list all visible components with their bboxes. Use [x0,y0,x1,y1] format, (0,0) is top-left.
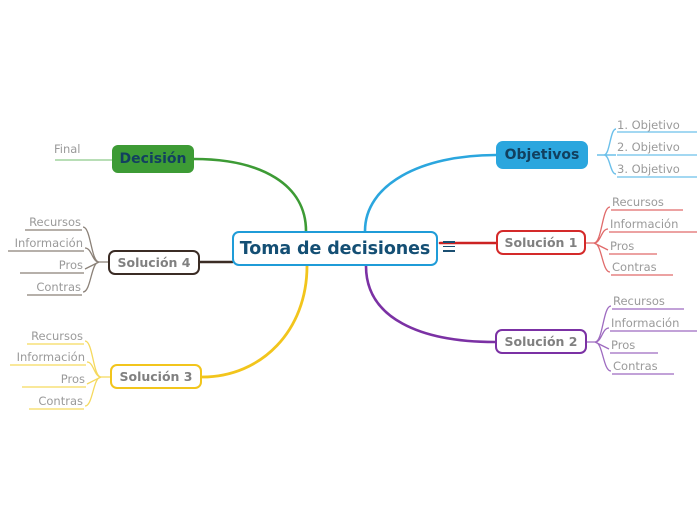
branch-node-objetivos[interactable]: Objetivos [496,141,588,169]
leaf-sol4-contras[interactable]: Contras [36,280,81,294]
edge-solucion-2-children [587,305,612,372]
leaf-sol2-pros[interactable]: Pros [611,338,636,352]
edge-solucion-4-children [82,226,108,293]
root-node[interactable]: Toma de decisiones [232,231,438,266]
leaf-objetivo-1[interactable]: 1. Objetivo [617,118,680,132]
leaf-sol1-recursos[interactable]: Recursos [612,195,664,209]
leaf-sol3-informacion[interactable]: Información [16,350,85,364]
hamburger-line [443,250,455,252]
hamburger-line [443,241,455,243]
branch-node-solucion-4[interactable]: Solución 4 [108,250,200,275]
edge-objetivos-children [597,128,617,175]
leaf-sol2-informacion[interactable]: Información [611,316,680,330]
leaf-sol3-contras[interactable]: Contras [38,394,83,408]
leaf-sol2-recursos[interactable]: Recursos [613,294,665,308]
leaf-decision-final[interactable]: Final [54,142,81,156]
leaf-sol2-contras[interactable]: Contras [613,359,658,373]
edge-root-solucion-3 [200,264,309,379]
branch-node-decision[interactable]: Decisión [112,145,194,173]
leaf-sol1-informacion[interactable]: Información [610,217,679,231]
edge-root-objetivos [363,153,498,233]
leaf-sol1-pros[interactable]: Pros [610,239,635,253]
branch-node-solucion-2[interactable]: Solución 2 [495,329,587,354]
edge-root-solucion-2 [364,264,497,344]
edge-solucion-1-children [586,206,611,273]
leaf-objetivo-2[interactable]: 2. Objetivo [617,140,680,154]
leaf-objetivo-3[interactable]: 3. Objetivo [617,162,680,176]
leaf-sol4-pros[interactable]: Pros [58,258,83,272]
branch-node-solucion-3[interactable]: Solución 3 [110,364,202,389]
leaf-sol4-informacion[interactable]: Información [14,236,83,250]
leaf-sol4-recursos[interactable]: Recursos [29,215,81,229]
edge-root-decision [192,157,308,233]
hamburger-line [443,245,455,248]
hamburger-icon[interactable] [443,241,455,252]
branch-node-solucion-1[interactable]: Solución 1 [496,230,586,255]
leaf-sol1-contras[interactable]: Contras [612,260,657,274]
leaf-sol3-pros[interactable]: Pros [60,372,85,386]
edge-solucion-3-children [84,340,110,407]
leaf-sol3-recursos[interactable]: Recursos [31,329,83,343]
